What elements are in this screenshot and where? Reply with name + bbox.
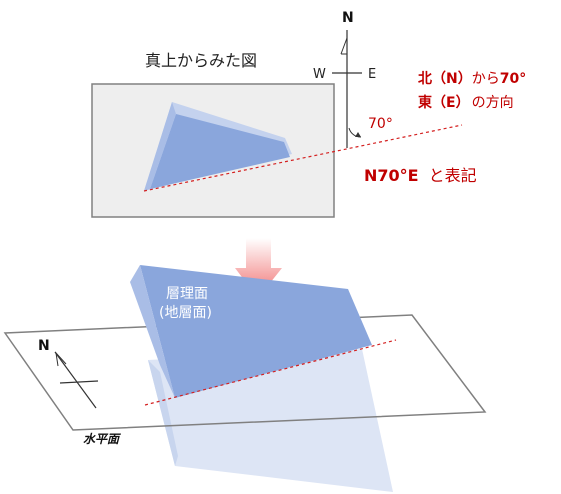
plan-strata-edge [144, 102, 176, 191]
annotation-notation: N70°E と表記 [364, 166, 477, 185]
horizontal-plane-label: 水平面 [83, 432, 121, 446]
notation-text: と表記 [429, 166, 477, 185]
compass-west-label: W [313, 67, 326, 82]
annotation-north: 北（N） [418, 71, 472, 87]
annotation-line2: 東（E）の方向 [418, 94, 514, 111]
compass-bottom-north-label: N [38, 338, 50, 354]
compass-east-label: E [368, 67, 376, 82]
annotation-line1: 北（N）から70° [418, 71, 526, 87]
compass-bottom-we-line [59, 380, 99, 384]
compass-bottom-ns-line [54, 351, 97, 409]
strata-plane-upper [140, 265, 372, 398]
notation-code: N70°E [364, 166, 419, 185]
annotation-70deg: 70° [500, 71, 526, 87]
strike-line-top [143, 124, 463, 192]
strata-label-line2: (地層面) [159, 305, 212, 321]
annotation-direction: の方向 [472, 95, 514, 111]
strata-label-line1: 層理面 [166, 286, 208, 302]
annotation-east: 東（E） [418, 94, 470, 111]
plan-strata-face [150, 114, 290, 189]
annotation-kara: から [472, 71, 500, 87]
top-view-title: 真上からみた図 [145, 51, 257, 70]
compass-north-label: N [342, 10, 354, 26]
angle-arrowhead-icon [355, 132, 361, 137]
compass-bottom-needle-icon [55, 351, 67, 367]
compass-needle-icon [340, 37, 348, 55]
strata-plane-lower-edge [148, 360, 178, 466]
strike-line-bottom [144, 339, 397, 406]
angle-label: 70° [368, 116, 393, 132]
strata-plane-upper-edge [130, 265, 175, 398]
